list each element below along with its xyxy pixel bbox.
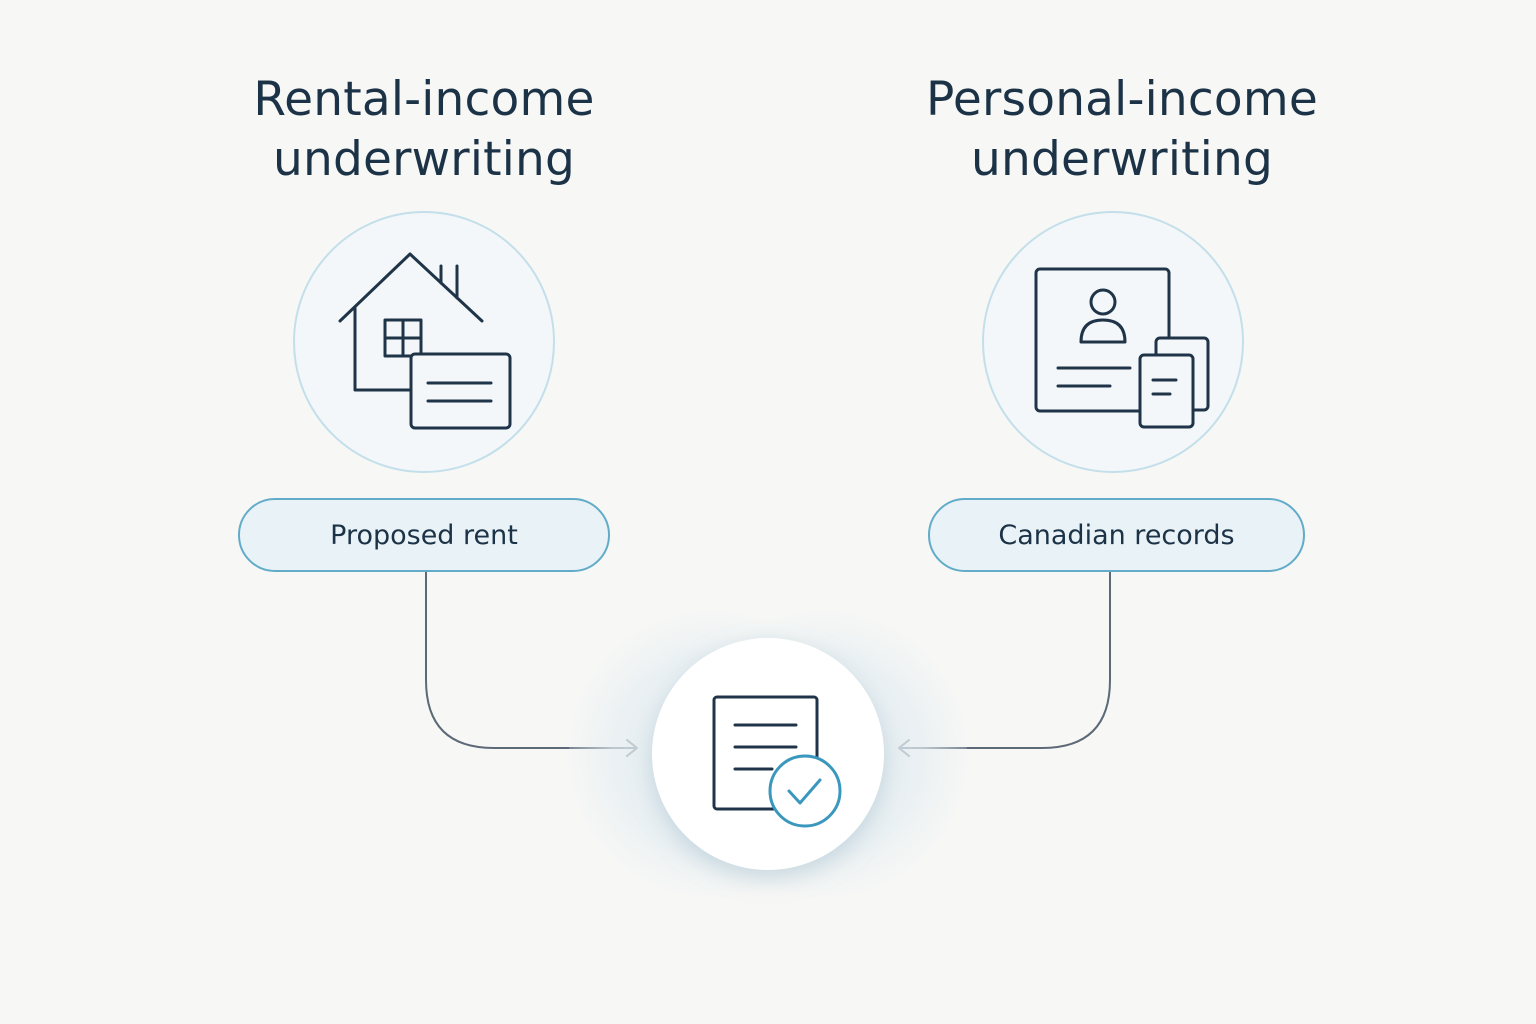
approval-node (652, 638, 884, 870)
canadian-records-pill: Canadian records (928, 498, 1305, 572)
rental-income-title-line2: underwriting (273, 132, 575, 187)
approved-document-check-icon (712, 695, 842, 828)
rental-income-title-line1: Rental-income (253, 72, 595, 127)
personal-income-title-line2: underwriting (971, 132, 1273, 187)
proposed-rent-pill: Proposed rent (238, 498, 610, 572)
personal-income-title-line1: Personal-income (926, 72, 1318, 127)
personal-income-title: Personal-income underwriting (862, 70, 1382, 190)
canadian-records-label: Canadian records (998, 519, 1235, 551)
house-with-document-icon (338, 252, 512, 430)
rental-icon-circle (293, 211, 555, 473)
proposed-rent-label: Proposed rent (330, 519, 518, 551)
profile-card-with-documents-icon (1034, 267, 1210, 429)
rental-income-title: Rental-income underwriting (164, 70, 684, 190)
